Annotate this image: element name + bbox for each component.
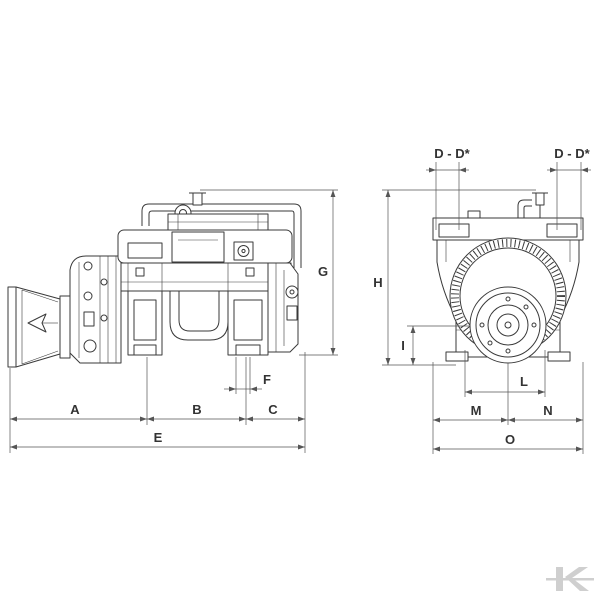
front-valve: [535, 192, 545, 206]
gearbox-bolt: [100, 314, 108, 322]
logo-k-stem: [556, 567, 563, 591]
brand-logo: [546, 567, 594, 591]
drive-shaft-center: [504, 321, 512, 329]
fan-symbol-icon: [237, 245, 250, 257]
dimension-f-label: F: [263, 372, 271, 387]
flange-bolt: [505, 296, 511, 302]
foot-right-window: [233, 299, 263, 341]
side-view-dimensions: A B C E F G: [9, 189, 338, 453]
front-foot-left: [445, 351, 469, 362]
flange-bolt: [487, 340, 493, 346]
center-outlet-inner: [178, 291, 220, 332]
center-outlet-outer: [169, 291, 229, 341]
top-valve: [192, 192, 203, 206]
pump-side-view: [7, 192, 302, 368]
drive-flange-boss: [496, 313, 520, 337]
body-ribs: [121, 263, 291, 291]
foot-left-window: [133, 299, 157, 341]
pto-flange: [59, 295, 71, 359]
rear-valve-center: [289, 289, 295, 295]
upper-housing: [167, 213, 269, 233]
gearbox-bolt: [83, 291, 93, 301]
front-foot-right: [547, 351, 571, 362]
dimension-b-label: B: [192, 402, 201, 417]
dimension-a-label: A: [70, 402, 80, 417]
dimension-h-label: H: [373, 275, 382, 290]
body-mid-band: [120, 262, 292, 292]
flange-bolt: [479, 322, 485, 328]
rear-fitting: [286, 305, 298, 321]
dimension-i-label: I: [401, 338, 405, 353]
pump-body: [120, 262, 299, 356]
foot-left-base: [133, 344, 157, 356]
body-port: [245, 267, 255, 277]
front-housing-port-left: [438, 223, 470, 238]
gearbox-plug: [83, 311, 95, 327]
foot-right: [227, 290, 269, 356]
rotor-housing-ribs: [451, 239, 565, 353]
pump-front-view: [432, 192, 584, 364]
dimension-o-label: O: [505, 432, 515, 447]
pipe-inner: [148, 210, 295, 268]
pipe-outer: [141, 203, 302, 268]
nameplate: [127, 242, 163, 259]
extension-lines: [9, 189, 338, 453]
dimension-g-label: G: [318, 264, 328, 279]
dimension-d-left-label: D - D*: [434, 146, 470, 161]
drive-flange-ring: [475, 292, 541, 358]
flange-bolt: [505, 348, 511, 354]
gearbox-bolt: [100, 278, 108, 286]
gearbox-bolt: [83, 261, 93, 271]
front-housing-port-right: [546, 223, 578, 238]
dimension-c-label: C: [268, 402, 278, 417]
front-view-dimensions: H I D - D* D - D* L M N O: [373, 146, 591, 454]
gearbox-bolt: [83, 339, 97, 353]
drive-flange-hub: [487, 304, 529, 346]
rear-valve: [285, 285, 299, 299]
gearbox: [69, 255, 122, 364]
dimension-e-label: E: [154, 430, 163, 445]
pto-cone: [7, 286, 71, 368]
dimension-m-label: M: [471, 403, 482, 418]
rear-cover: [267, 262, 299, 353]
upper-housing-detail: [168, 214, 268, 232]
fan-symbol-hub: [241, 248, 246, 254]
drive-flange: [469, 286, 547, 364]
dimension-n-label: N: [543, 403, 552, 418]
dimension-d-right-label: D - D*: [554, 146, 590, 161]
body-port: [135, 267, 145, 277]
front-right-pipe: [517, 199, 532, 218]
dimension-l-label: L: [520, 374, 528, 389]
logo-k-arm: [565, 567, 589, 591]
flange-bolt: [531, 322, 537, 328]
flange-bolt: [523, 304, 529, 310]
front-left-pipe: [467, 210, 481, 218]
drive-flange-bolts: [479, 296, 537, 354]
foot-right-base: [235, 344, 261, 356]
center-dome: [171, 231, 225, 263]
rear-cover-detail: [275, 263, 285, 352]
pto-cone-inner: [21, 289, 59, 365]
gearbox-seams: [78, 256, 117, 363]
cylinder-head: [117, 213, 293, 272]
fan-symbol-plate: [233, 241, 254, 261]
